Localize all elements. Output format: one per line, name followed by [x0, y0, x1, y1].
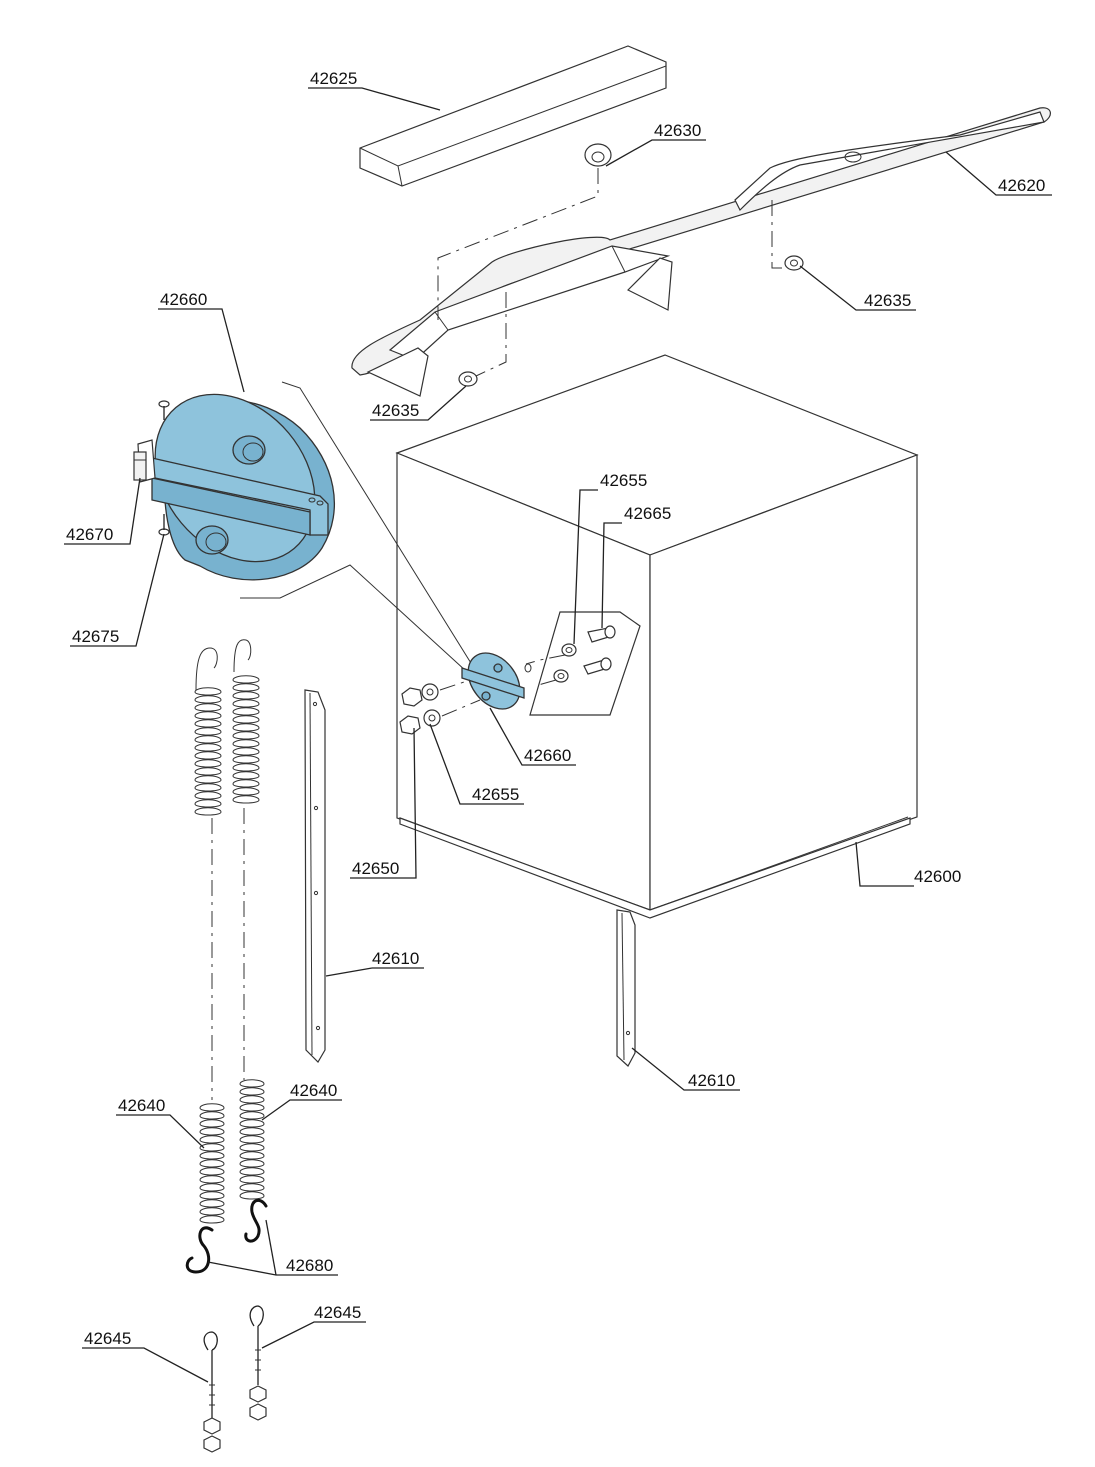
part-42625-pad	[359, 45, 667, 187]
callout-42635-right: 42635	[864, 291, 911, 310]
part-42620-lever	[351, 107, 1051, 397]
callout-42635-left: 42635	[372, 401, 419, 420]
callout-42660-installed: 42660	[524, 746, 571, 765]
part-42640-spring-left-lower	[199, 1103, 225, 1224]
part-42665-bolt-2	[583, 657, 612, 675]
part-42640-spring-left	[194, 647, 222, 1100]
part-mounting-plate	[529, 611, 641, 716]
part-42660-disc-installed	[461, 652, 532, 710]
callout-42660-detail: 42660	[160, 290, 207, 309]
callout-42670: 42670	[66, 525, 113, 544]
callout-42675: 42675	[72, 627, 119, 646]
callout-42665: 42665	[624, 504, 671, 523]
part-42650-nut-2	[399, 715, 421, 735]
part-42650-nut-1	[401, 687, 423, 707]
callout-42625: 42625	[310, 69, 357, 88]
part-42670-hinge	[133, 439, 156, 483]
leader-lines	[64, 87, 1052, 1383]
callout-42655-top: 42655	[600, 471, 647, 490]
callout-42600: 42600	[914, 867, 961, 886]
part-42610-leg-right	[616, 909, 636, 1067]
part-42645-eye-bolt-left	[203, 1331, 221, 1453]
callout-42655-bottom: 42655	[472, 785, 519, 804]
part-42645-eye-bolt-right	[249, 1305, 267, 1421]
part-42655-washer-1	[421, 683, 439, 701]
part-42660-disc-detail	[151, 393, 335, 581]
callout-42610-left: 42610	[372, 949, 419, 968]
callout-42680: 42680	[286, 1256, 333, 1275]
callout-42640-left: 42640	[118, 1096, 165, 1115]
part-42640-spring-right	[232, 639, 260, 1080]
callout-42640-right: 42640	[290, 1081, 337, 1100]
part-42680-s-hook-right	[244, 1198, 268, 1243]
callout-42610-right: 42610	[688, 1071, 735, 1090]
part-42630-bushing	[584, 143, 612, 167]
part-42635-washer-left	[458, 371, 478, 387]
part-42665-bolt-1	[587, 625, 616, 643]
part-42610-leg-left	[304, 689, 326, 1063]
callout-42645-left: 42645	[84, 1329, 131, 1348]
callout-42645-right: 42645	[314, 1303, 361, 1322]
part-42655-washer-2	[423, 709, 441, 727]
part-42675-screw-bottom	[158, 514, 170, 536]
part-42675-screw-top	[158, 400, 170, 420]
part-42635-washer-right	[784, 255, 804, 271]
part-42600-cabinet	[395, 354, 919, 919]
callout-42630: 42630	[654, 121, 701, 140]
part-42680-s-hook-left	[185, 1226, 214, 1274]
callout-42650: 42650	[352, 859, 399, 878]
callout-labels: 42625 42630 42620 42635 42635 42660 4267…	[66, 69, 1045, 1348]
callout-42620: 42620	[998, 176, 1045, 195]
part-42640-spring-right-lower	[239, 1079, 265, 1200]
